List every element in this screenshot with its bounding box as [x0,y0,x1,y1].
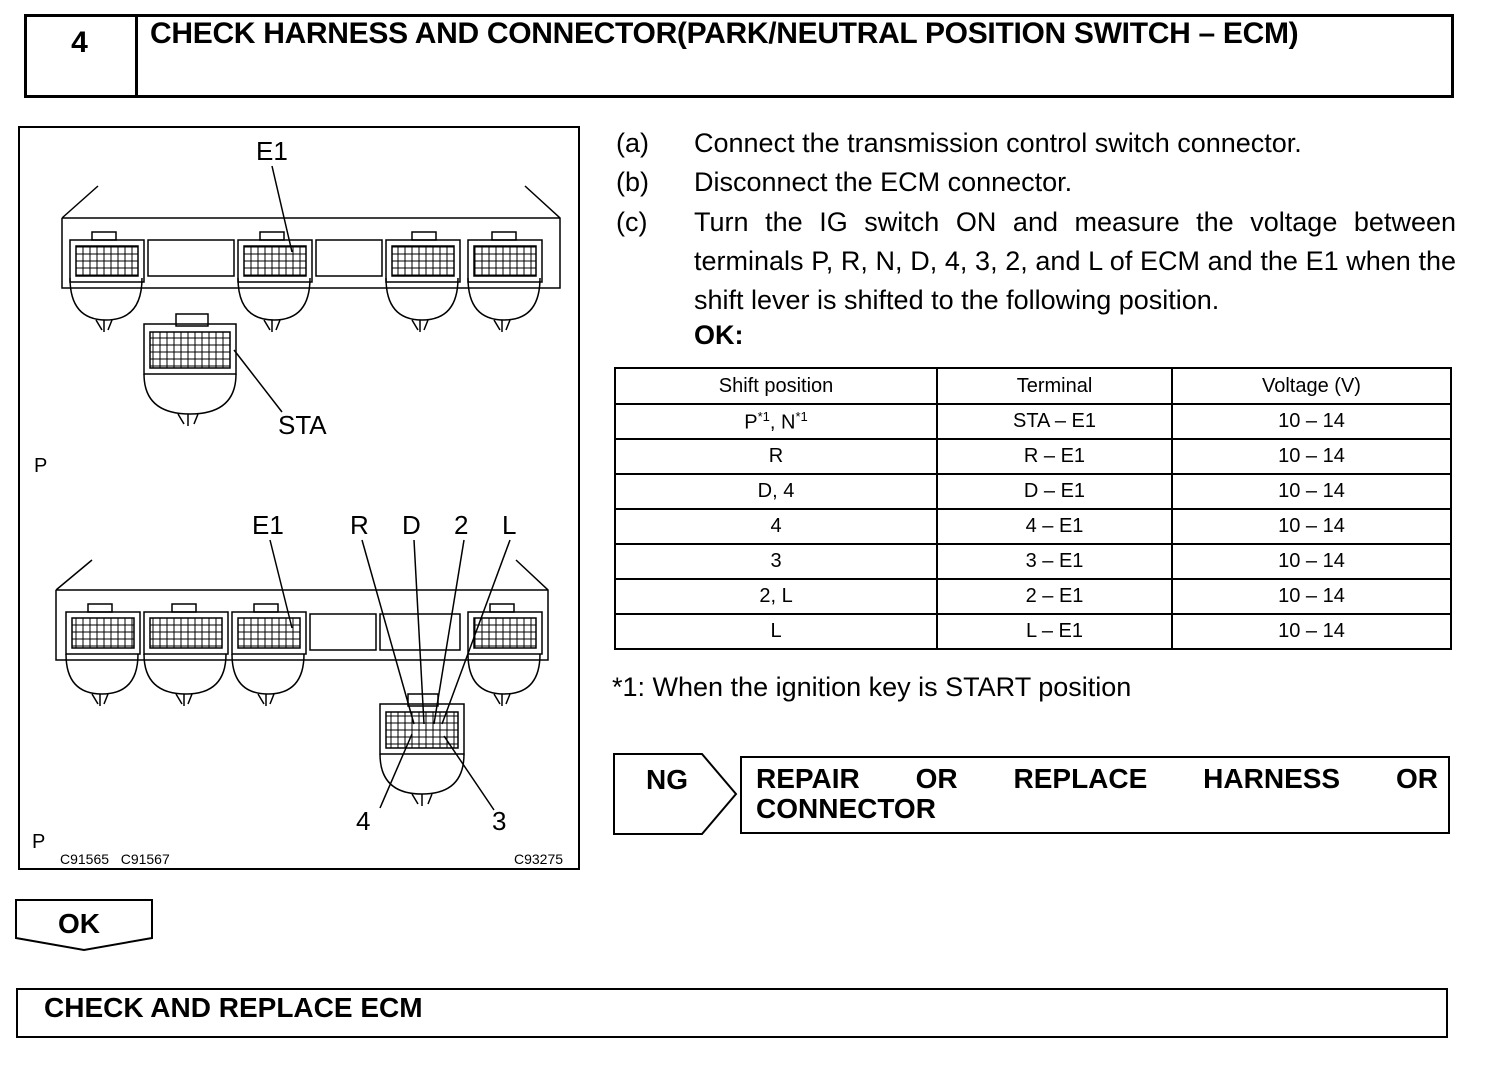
ok-criteria-label: OK: [694,320,744,350]
instruction-b-label: (b) [616,167,649,197]
header-voltage: Voltage (V) [1170,367,1453,405]
cell-terminal: D – E1 [936,473,1173,510]
r-leader [361,539,415,725]
ng-action-box [740,756,1450,834]
4-leader [379,733,413,809]
ng-action-text: REPAIR OR REPLACE HARNESS OR CONNECTOR [756,764,1438,824]
cell-shift: P*1, N*1 [613,403,939,440]
connector-diagram: E1 STA E1 R D 2 L 4 3 P P C91565 C91567 … [32,136,563,867]
label-r: R [350,510,369,540]
e1-leader-bottom [269,539,293,629]
label-e1-top: E1 [256,136,288,166]
label-p-top: P [34,455,47,477]
step-header-box [24,14,1454,98]
cell-voltage: 10 – 14 [1170,403,1453,440]
label-p-bottom: P [32,831,45,853]
ng-arrow-shape [613,753,738,835]
instruction-a-text: Connect the transmission control switch … [694,128,1302,158]
figure-code-right: C93275 [514,851,563,867]
d-leader [413,539,425,725]
cell-shift: L [613,613,939,650]
instruction-b-text: Disconnect the ECM connector. [694,167,1073,197]
cell-shift: 4 [613,508,939,545]
step-title: CHECK HARNESS AND CONNECTOR(PARK/NEUTRAL… [150,17,1299,50]
cell-shift: 2, L [613,578,939,615]
final-action-box [16,988,1448,1038]
bottom-window-1 [309,613,377,651]
cell-terminal: 4 – E1 [936,508,1173,545]
label-d: D [402,510,421,540]
l-leader [441,539,511,725]
switch-connector [379,703,465,755]
label-2: 2 [454,510,468,540]
cell-terminal: 2 – E1 [936,578,1173,615]
cell-terminal: R – E1 [936,438,1173,475]
cell-shift: D, 4 [613,473,939,510]
instruction-c-label: (c) [616,207,648,237]
top-window-2 [315,239,383,277]
sta-connector [143,323,237,375]
cell-shift: 3 [613,543,939,580]
e1-leader-top [271,165,293,253]
label-4: 4 [356,806,370,836]
cell-voltage: 10 – 14 [1170,613,1453,650]
ok-arrow-shape [15,899,153,952]
ng-label: NG [646,764,688,795]
cell-voltage: 10 – 14 [1170,543,1453,580]
cell-voltage: 10 – 14 [1170,473,1453,510]
label-sta: STA [278,410,327,440]
ok-arrow-label: OK [58,908,100,939]
top-window-1 [147,239,235,277]
sta-leader [233,349,283,413]
label-e1-bottom: E1 [252,510,284,540]
step-number: 4 [24,14,138,98]
bottom-ecm-housing [55,559,549,661]
final-action-text: CHECK AND REPLACE ECM [44,992,423,1023]
cell-terminal: STA – E1 [936,403,1173,440]
ng-action-line1: REPAIR OR REPLACE HARNESS OR [756,763,1438,794]
header-shift-position: Shift position [613,367,939,405]
table-header-row: Shift position Terminal Voltage (V) [613,367,1453,405]
2-leader [433,539,465,725]
cell-voltage: 10 – 14 [1170,578,1453,615]
instruction-a-label: (a) [616,128,649,158]
footnote: *1: When the ignition key is START posit… [612,672,1132,702]
ng-action-line2: CONNECTOR [756,793,936,824]
top-ecm-housing [61,185,561,289]
label-l: L [502,510,516,540]
cell-terminal: L – E1 [936,613,1173,650]
cell-shift: R [613,438,939,475]
cell-voltage: 10 – 14 [1170,438,1453,475]
connector-diagram-frame: E1 STA E1 R D 2 L 4 3 P P C91565 C91567 … [18,126,580,870]
instruction-c-text: Turn the IG switch ON and measure the vo… [694,207,1456,315]
cell-terminal: 3 – E1 [936,543,1173,580]
voltage-spec-table: Shift position Terminal Voltage (V) P*1,… [613,367,1453,650]
header-terminal: Terminal [936,367,1173,405]
figure-code-left: C91565 C91567 [60,851,170,867]
label-3: 3 [492,806,506,836]
3-leader [443,735,495,811]
cell-voltage: 10 – 14 [1170,508,1453,545]
